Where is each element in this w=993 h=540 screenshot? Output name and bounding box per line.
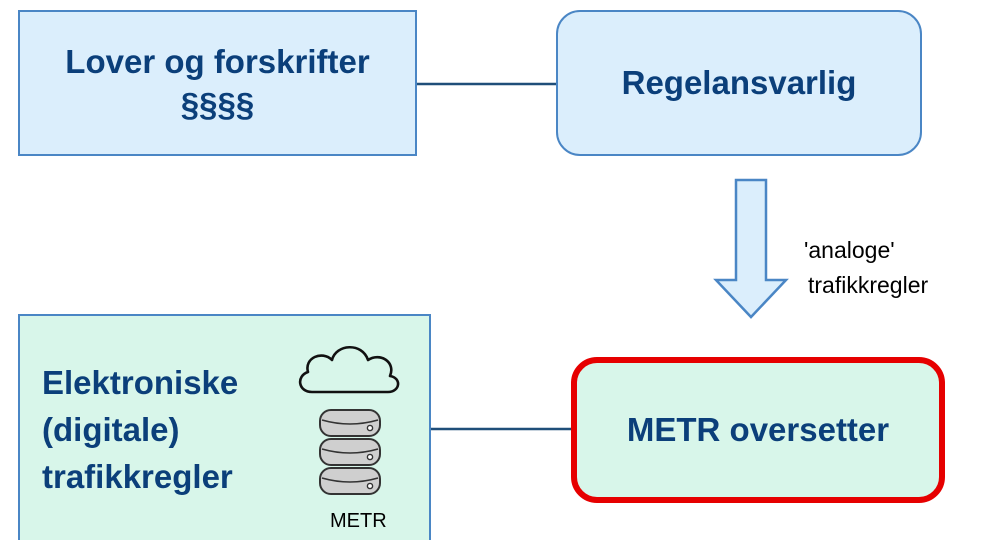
lover-title: Lover og forskrifter	[65, 43, 370, 80]
metr-icon-caption: METR	[330, 510, 387, 532]
metr-oversetter-label: METR oversetter	[626, 411, 890, 448]
regelansvarlig-label: Regelansvarlig	[621, 64, 857, 101]
arrow-caption: 'analoge' trafikkregler	[796, 233, 928, 303]
elektro-line3: trafikkregler	[42, 458, 233, 495]
metr-oversetter-box: METR oversetter	[571, 357, 945, 503]
database-icon	[319, 409, 381, 495]
regelansvarlig-box: Regelansvarlig	[556, 10, 922, 156]
elektro-line1: Elektroniske	[42, 364, 239, 401]
lover-paragraph-signs: §§§§	[180, 86, 255, 123]
lover-og-forskrifter-box: Lover og forskrifter §§§§	[18, 10, 417, 156]
elektroniske-trafikkregler-box: Elektroniske (digitale) trafikkregler	[18, 314, 431, 540]
elektroniske-text: Elektroniske (digitale) trafikkregler	[42, 359, 238, 500]
down-arrow	[713, 178, 789, 319]
elektro-line2: (digitale)	[42, 411, 180, 448]
cloud-icon	[298, 345, 400, 394]
arrow-caption-line2: trafikkregler	[808, 272, 929, 298]
arrow-caption-line1: 'analoge'	[804, 237, 895, 263]
